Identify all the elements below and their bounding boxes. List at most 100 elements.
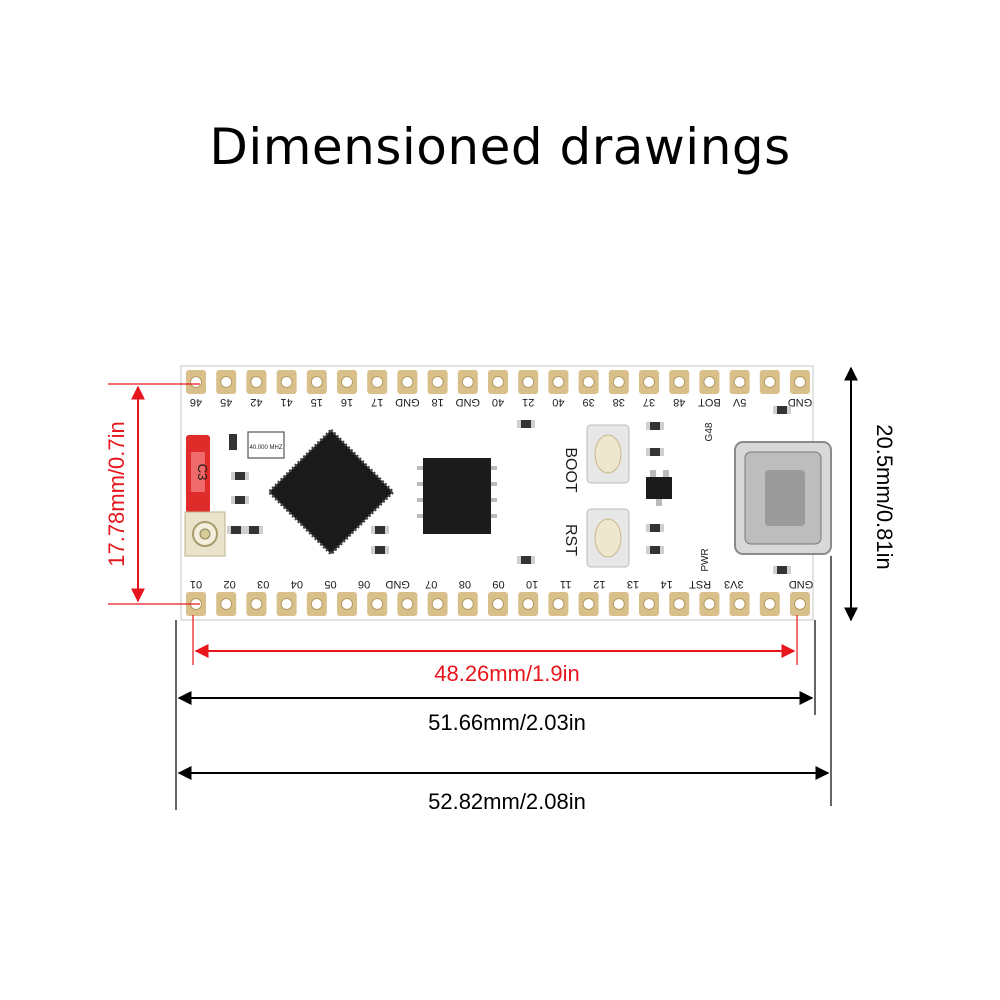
- pin-pad: [608, 370, 629, 394]
- smd-component: [517, 420, 535, 428]
- bottom-pin-label: 13: [627, 578, 639, 590]
- pin-pad: [488, 592, 508, 616]
- pin-pad: [518, 592, 539, 616]
- mcu-chip: [266, 427, 396, 557]
- bottom-pin-label: 14: [660, 578, 672, 590]
- top-pin-label: GND: [456, 396, 481, 408]
- pin-pad: [669, 592, 690, 616]
- top-pin-label: 16: [341, 396, 353, 408]
- top-pin-label: 38: [613, 396, 625, 408]
- boot-label: BOOT: [562, 447, 579, 493]
- bottom-pin-label: GND: [789, 578, 814, 590]
- pin-pad: [186, 370, 206, 394]
- smd-component: [646, 448, 664, 456]
- crystal-label: 40.000 MHZ: [249, 445, 282, 451]
- smd-component: [371, 526, 389, 534]
- pin-pad: [578, 370, 599, 394]
- pin-pad: [367, 370, 388, 394]
- top-pin-row: [186, 370, 810, 394]
- pin-pad: [397, 370, 418, 394]
- bottom-pin-label: 09: [492, 578, 504, 590]
- module-label: C3: [195, 464, 210, 481]
- pin-pad: [759, 592, 780, 616]
- smd-component: [773, 566, 791, 574]
- voltage-regulator: [646, 470, 672, 506]
- bottom-pin-label: GND: [385, 578, 410, 590]
- pin-pad: [306, 370, 327, 394]
- top-pin-label: 15: [311, 396, 323, 408]
- pin-pad: [699, 592, 720, 616]
- smd-component: [231, 496, 249, 504]
- dimension-lines: 17.78mm/0.7in 20.5mm/0.81in 48.26mm/1.9i…: [104, 366, 897, 814]
- pin-pad: [699, 370, 720, 394]
- pin-pad: [488, 370, 508, 394]
- bottom-pin-label: 03: [257, 578, 269, 590]
- pin-pad: [608, 592, 629, 616]
- pin-pad: [729, 592, 750, 616]
- smd-component: [773, 406, 791, 414]
- board-length-label: 51.66mm/2.03in: [428, 710, 586, 735]
- pin-pad: [790, 370, 810, 394]
- bottom-pin-label: 08: [459, 578, 471, 590]
- usb-c-connector: [734, 441, 832, 555]
- top-pin-label: BOT: [698, 396, 721, 408]
- pin-row-span-label: 48.26mm/1.9in: [434, 661, 580, 686]
- pin-pad: [548, 592, 569, 616]
- top-pin-label: 46: [190, 396, 202, 408]
- pin-pad: [427, 370, 448, 394]
- bottom-pin-label: 05: [324, 578, 336, 590]
- boot-button: [586, 424, 630, 484]
- rst-label: RST: [562, 524, 579, 556]
- pin-pad: [216, 592, 237, 616]
- top-pin-label: 17: [371, 396, 383, 408]
- top-pin-label: 45: [220, 396, 232, 408]
- pin-pitch-height-label: 17.78mm/0.7in: [104, 421, 129, 567]
- pin-pad: [186, 592, 206, 616]
- page-title: Dimensioned drawings: [209, 118, 791, 176]
- top-pin-label: 18: [431, 396, 443, 408]
- pin-pad: [790, 592, 810, 616]
- pin-pad: [427, 592, 448, 616]
- top-pin-label: 42: [250, 396, 262, 408]
- smd-component: [231, 472, 249, 480]
- antenna-connector-icon: [184, 511, 226, 557]
- top-pin-label: 5V: [732, 396, 746, 408]
- pin-pad: [548, 370, 569, 394]
- top-pin-label: 41: [280, 396, 292, 408]
- top-pin-label: 48: [673, 396, 685, 408]
- smd-component: [229, 434, 237, 450]
- led-label: G48: [704, 422, 715, 441]
- pin-pad: [276, 370, 297, 394]
- pin-pad: [337, 592, 357, 616]
- crystal-oscillator: 40.000 MHZ: [247, 431, 285, 459]
- pin-pad: [306, 592, 327, 616]
- bottom-pin-label: 04: [291, 578, 303, 590]
- pin-pad: [639, 592, 659, 616]
- bottom-pin-label: 3V3: [724, 578, 744, 590]
- smd-component: [227, 526, 245, 534]
- pin-pad: [397, 592, 418, 616]
- overall-length-label: 52.82mm/2.08in: [428, 789, 586, 814]
- flash-chip: [417, 458, 497, 534]
- bottom-pin-label: 01: [190, 578, 202, 590]
- bottom-pin-label: 06: [358, 578, 370, 590]
- pin-pad: [578, 592, 599, 616]
- rst-button: [586, 508, 630, 568]
- pin-pad: [518, 370, 539, 394]
- bottom-pin-row: [186, 592, 810, 616]
- pin-pad: [216, 370, 237, 394]
- pin-pad: [367, 592, 388, 616]
- top-pin-label: 40: [552, 396, 564, 408]
- pin-pad: [246, 370, 267, 394]
- pin-pad: [729, 370, 750, 394]
- pin-pad: [639, 370, 659, 394]
- smd-components: [227, 406, 791, 574]
- smd-component: [646, 546, 664, 554]
- pin-pad: [457, 592, 478, 616]
- top-pin-label: GND: [788, 396, 813, 408]
- top-pin-label: 37: [643, 396, 655, 408]
